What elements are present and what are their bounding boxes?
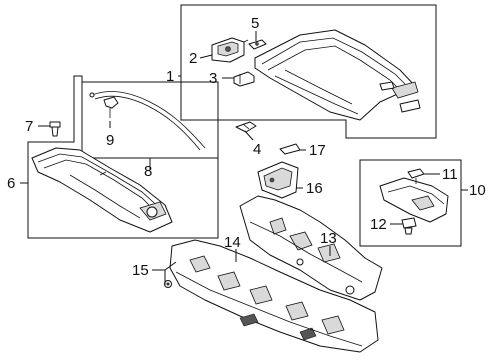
callout-4: 4 bbox=[253, 141, 261, 158]
insulator-part-15 bbox=[169, 239, 379, 353]
bracket-part-2 bbox=[211, 37, 249, 63]
group-box-10 bbox=[359, 159, 462, 247]
callout-6: 6 bbox=[7, 175, 15, 192]
dash-panel-part-13 bbox=[239, 195, 383, 301]
group-box-6 bbox=[27, 75, 219, 239]
callout-5: 5 bbox=[251, 15, 259, 32]
callout-15: 15 bbox=[132, 262, 149, 279]
cowl-part-6 bbox=[31, 147, 173, 233]
bracket-part-16 bbox=[257, 161, 299, 199]
cowl-seal-part-8 bbox=[89, 91, 206, 151]
clip-part-12 bbox=[401, 217, 417, 235]
pad-part-17 bbox=[279, 143, 301, 155]
pin-part-7 bbox=[49, 121, 61, 137]
callout-3: 3 bbox=[209, 70, 217, 87]
callout-13: 13 bbox=[320, 230, 337, 247]
callout-2: 2 bbox=[189, 50, 197, 67]
callout-14: 14 bbox=[224, 234, 241, 251]
group-box-1 bbox=[180, 4, 437, 139]
bracket-part-3 bbox=[233, 71, 255, 87]
callout-7: 7 bbox=[25, 118, 33, 135]
callout-10: 10 bbox=[469, 182, 486, 199]
callout-17: 17 bbox=[309, 142, 326, 159]
bracket-part-10 bbox=[379, 177, 449, 223]
clip-part-5 bbox=[248, 39, 267, 50]
clip-part-9 bbox=[103, 96, 119, 118]
leader-lines bbox=[20, 31, 468, 285]
callout-9: 9 bbox=[106, 132, 114, 149]
callout-11: 11 bbox=[442, 166, 458, 183]
bracket-part-4 bbox=[235, 121, 257, 133]
callout-12: 12 bbox=[370, 216, 387, 233]
callout-8: 8 bbox=[144, 163, 152, 180]
callout-16: 16 bbox=[306, 180, 323, 197]
cowl-top-panel bbox=[254, 29, 421, 121]
callout-1: 1 bbox=[166, 68, 174, 85]
